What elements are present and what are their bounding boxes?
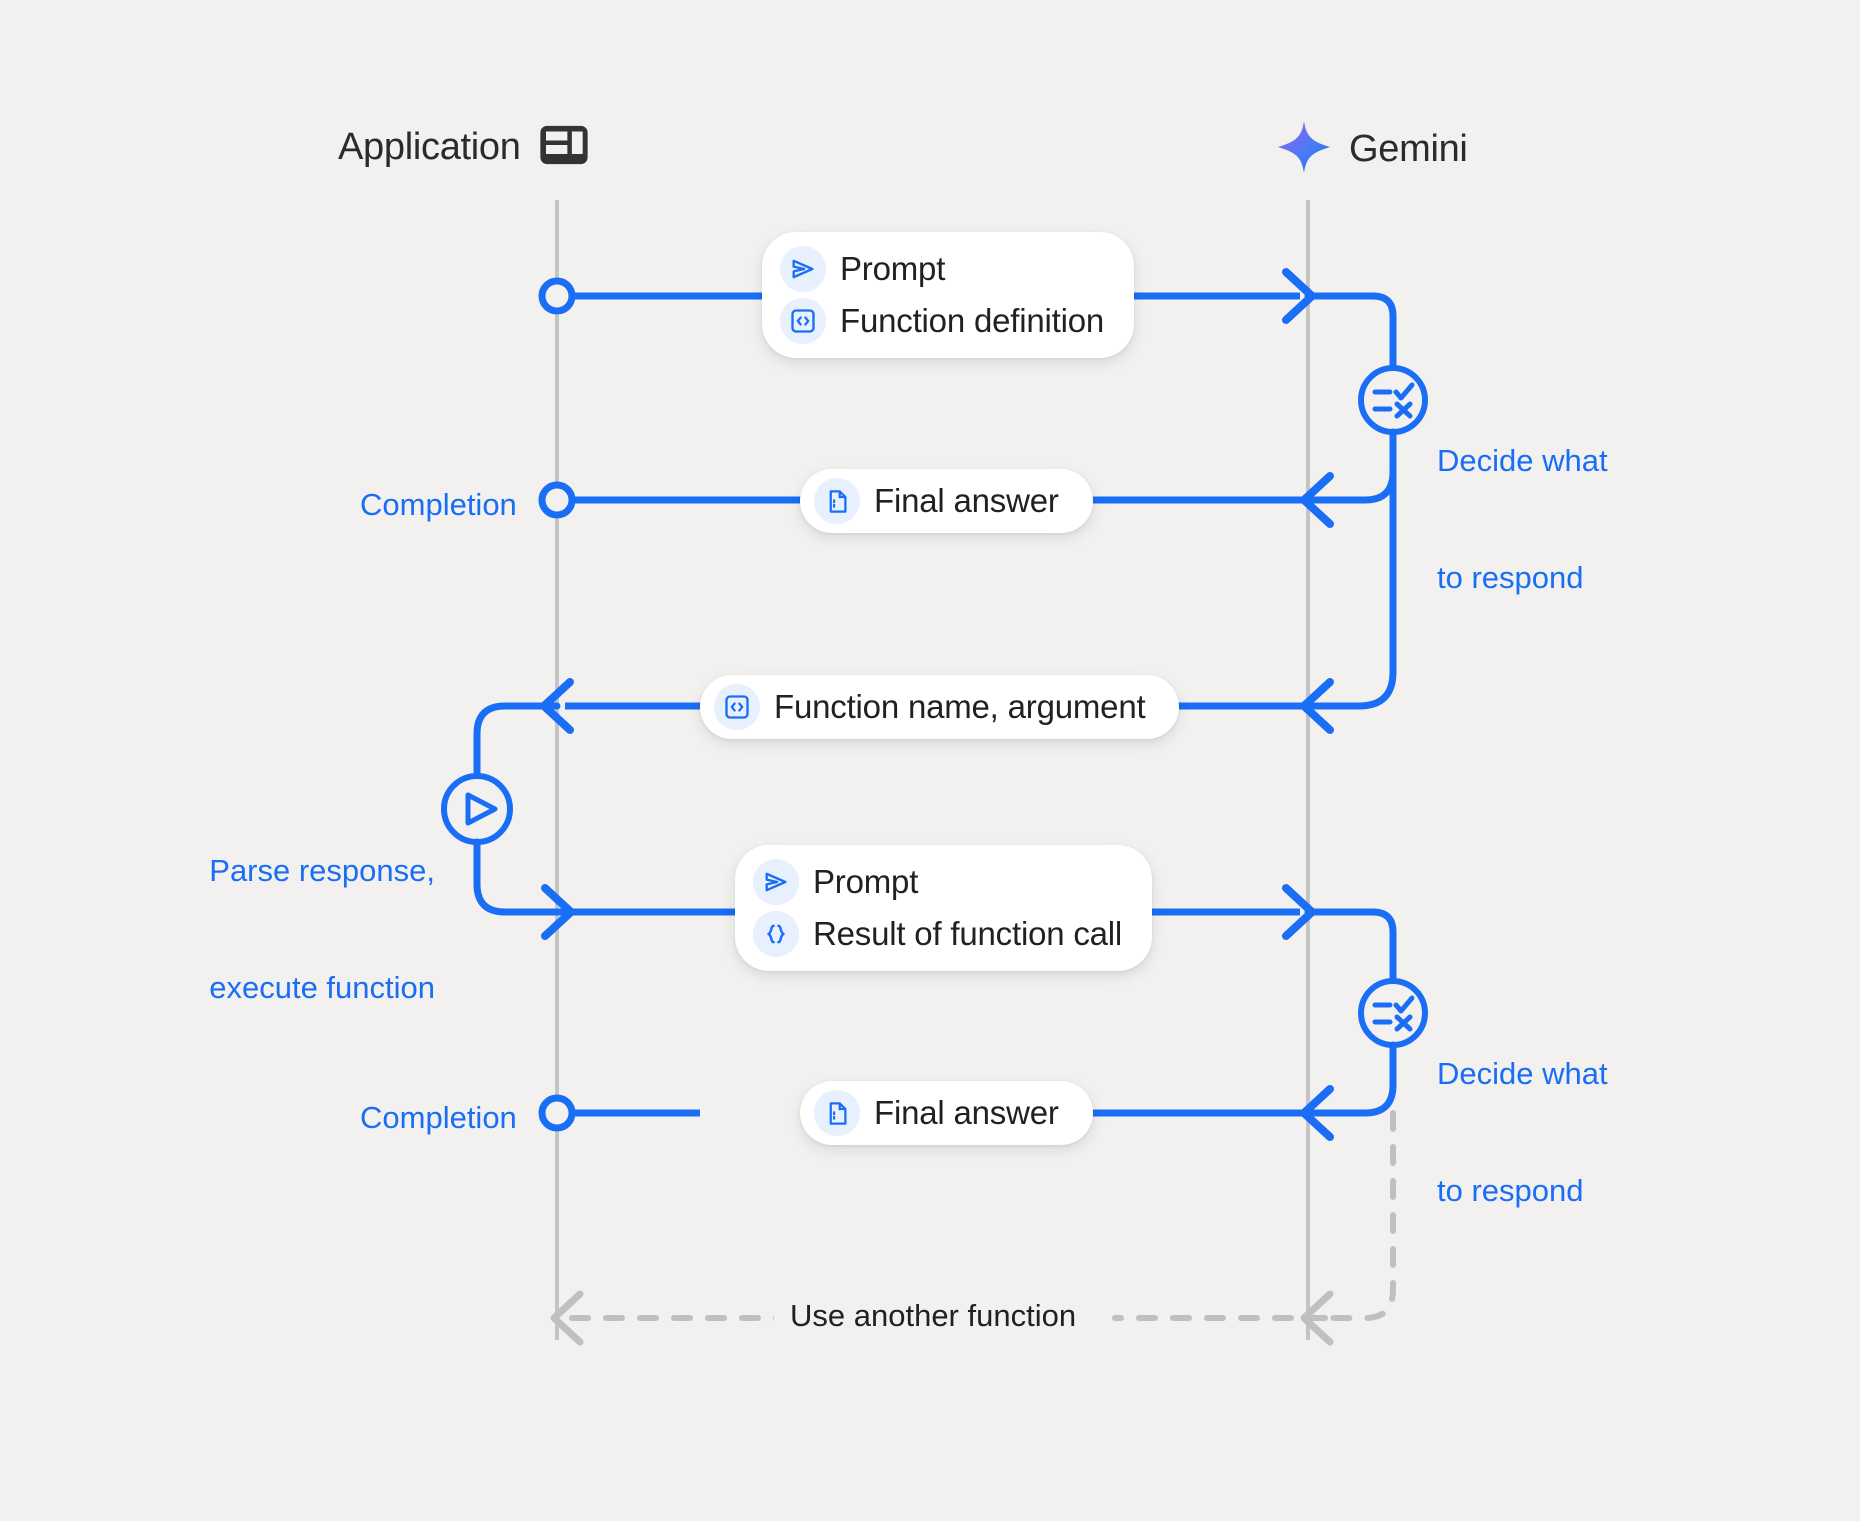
pill-row-prompt-2: Prompt xyxy=(753,859,1122,905)
connector-prompt-result xyxy=(473,838,1397,992)
pill-label-function-definition: Function definition xyxy=(840,302,1105,339)
lane-title-application: Application xyxy=(338,126,521,168)
message-pill-prompt-function-definition[interactable]: Prompt Function definition xyxy=(762,232,1135,358)
pill-row-result-of-function-call: Result of function call xyxy=(753,911,1122,957)
message-pill-final-answer-1[interactable]: Final answer xyxy=(800,469,1093,533)
label-completion-2: Completion xyxy=(360,1100,517,1135)
pill-label-final-answer: Final answer xyxy=(874,482,1059,519)
label-completion-1: Completion xyxy=(360,487,517,522)
lifeline-marker-completion-2 xyxy=(538,1094,576,1132)
arrowhead-left xyxy=(1300,472,1334,528)
label-decide-what-to-respond-2: Decide what to respond xyxy=(1437,976,1608,1288)
message-pill-prompt-result-of-function-call[interactable]: Prompt Result of function call xyxy=(735,845,1153,971)
decide-1-line-1: Decide what xyxy=(1437,443,1608,479)
send-triangle-icon xyxy=(780,246,826,292)
curly-braces-icon xyxy=(753,911,799,957)
parse-line-2: execute function xyxy=(209,970,435,1006)
decide-1-line-2: to respond xyxy=(1437,560,1584,596)
pill-row-function-definition: Function definition xyxy=(780,298,1104,344)
pill-row-prompt: Prompt xyxy=(780,246,1104,292)
pill-label-result-of-function-call: Result of function call xyxy=(813,915,1123,952)
label-parse-response-execute-function: Parse response, execute function xyxy=(195,773,435,1085)
pill-label-prompt: Prompt xyxy=(840,250,946,287)
connector-function-name-argument xyxy=(473,678,1334,780)
pill-label-prompt-2: Prompt xyxy=(813,863,919,900)
parse-line-1: Parse response, xyxy=(209,853,435,889)
loop-label-use-another-function: Use another function xyxy=(774,1298,1093,1334)
lane-header-gemini: Gemini xyxy=(1275,118,1468,181)
node-parse-execute xyxy=(441,773,513,845)
label-decide-what-to-respond-1: Decide what to respond xyxy=(1437,363,1608,675)
lane-title-gemini: Gemini xyxy=(1349,128,1468,170)
code-brackets-icon xyxy=(714,684,760,730)
document-icon xyxy=(814,478,860,524)
node-decide-1 xyxy=(1358,365,1428,435)
lifeline-marker-completion-1 xyxy=(538,481,576,519)
decide-2-line-1: Decide what xyxy=(1437,1056,1608,1092)
pill-row-final-answer-2: Final answer xyxy=(814,1090,1059,1136)
gemini-sparkle-icon xyxy=(1275,118,1333,181)
pill-label-final-answer-2: Final answer xyxy=(874,1094,1059,1131)
code-brackets-icon xyxy=(780,298,826,344)
pill-row-final-answer: Final answer xyxy=(814,478,1059,524)
message-pill-final-answer-2[interactable]: Final answer xyxy=(800,1081,1093,1145)
pill-label-function-name-argument: Function name, argument xyxy=(774,688,1146,725)
lane-header-application: Application xyxy=(338,118,591,177)
document-icon xyxy=(814,1090,860,1136)
pill-row-function-name-argument: Function name, argument xyxy=(714,684,1146,730)
node-decide-2 xyxy=(1358,978,1428,1048)
decide-2-line-2: to respond xyxy=(1437,1173,1584,1209)
send-triangle-icon xyxy=(753,859,799,905)
dashboard-layout-icon xyxy=(537,118,591,177)
lifeline-marker-start xyxy=(538,277,576,315)
message-pill-function-name-argument[interactable]: Function name, argument xyxy=(700,675,1180,739)
